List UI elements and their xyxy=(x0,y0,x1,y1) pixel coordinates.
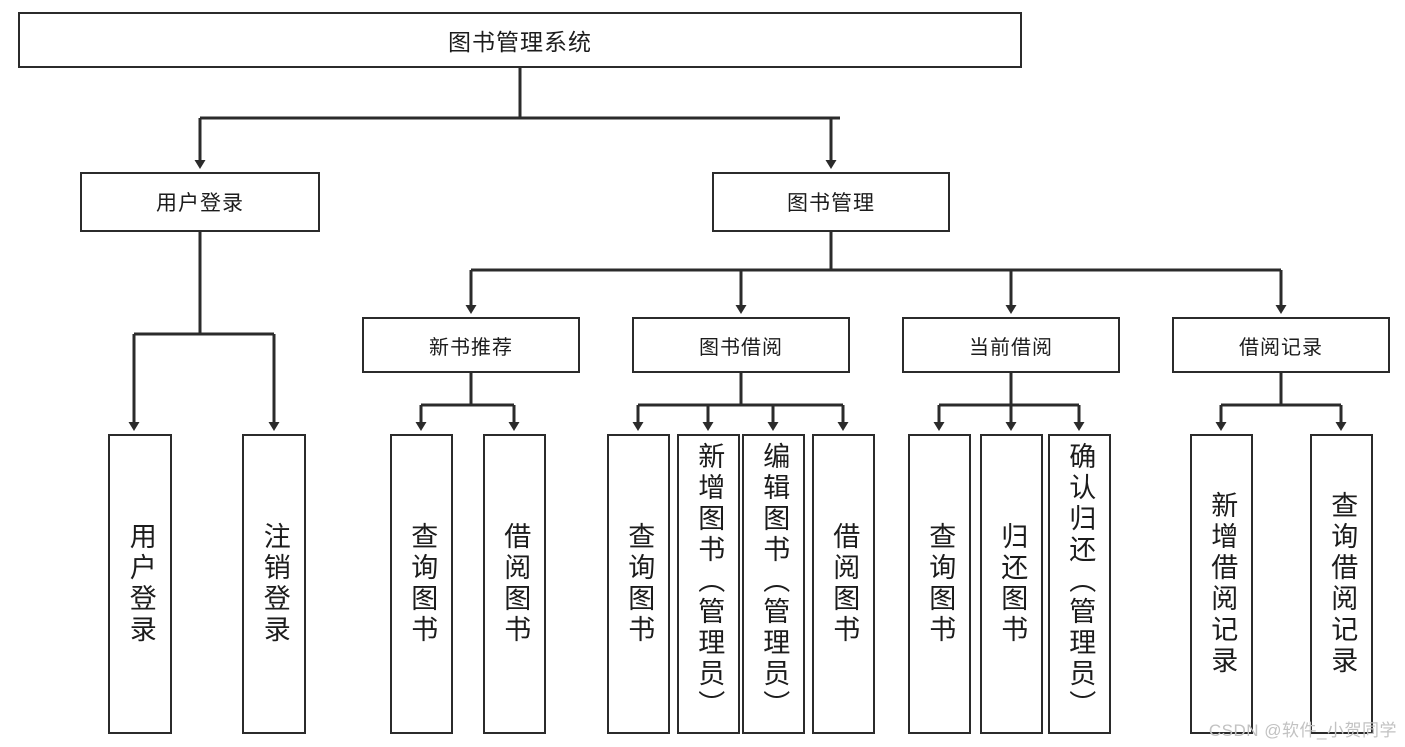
leaf-node[interactable]: 用户登录 xyxy=(108,434,172,734)
leaf-node-label: 用户登录 xyxy=(125,522,156,646)
node-user-login[interactable]: 用户登录 xyxy=(80,172,320,232)
leaf-node[interactable]: 查询图书 xyxy=(390,434,453,734)
leaf-node-label: 查询图书 xyxy=(925,522,956,646)
node-label: 新书推荐 xyxy=(429,336,513,359)
leaf-node[interactable]: 查询图书 xyxy=(607,434,670,734)
leaf-node-label: 编辑图书（管理员） xyxy=(759,442,790,721)
node-label: 用户登录 xyxy=(156,192,244,215)
leaf-node[interactable]: 查询借阅记录 xyxy=(1310,434,1373,734)
leaf-node[interactable]: 编辑图书（管理员） xyxy=(742,434,805,734)
node-label: 当前借阅 xyxy=(969,336,1053,359)
node-borrow-records[interactable]: 借阅记录 xyxy=(1172,317,1390,373)
leaf-node-label: 借阅图书 xyxy=(500,522,531,646)
leaf-node-label: 归还图书 xyxy=(997,522,1028,646)
node-root-system[interactable]: 图书管理系统 xyxy=(18,12,1022,68)
node-label: 图书管理系统 xyxy=(448,29,592,55)
leaf-node-label: 确认归还（管理员） xyxy=(1065,442,1096,721)
node-current-borrow[interactable]: 当前借阅 xyxy=(902,317,1120,373)
leaf-node[interactable]: 查询图书 xyxy=(908,434,971,734)
leaf-node[interactable]: 新增图书（管理员） xyxy=(677,434,740,734)
leaf-node-label: 查询图书 xyxy=(624,522,655,646)
watermark: CSDN @软件_小贺同学 xyxy=(1208,721,1397,740)
leaf-node-label: 新增图书（管理员） xyxy=(694,442,725,721)
node-label: 图书借阅 xyxy=(699,336,783,359)
node-book-management[interactable]: 图书管理 xyxy=(712,172,950,232)
leaf-node[interactable]: 确认归还（管理员） xyxy=(1048,434,1111,734)
node-new-book-recommend[interactable]: 新书推荐 xyxy=(362,317,580,373)
leaf-node[interactable]: 借阅图书 xyxy=(483,434,546,734)
leaf-node-label: 查询图书 xyxy=(407,522,438,646)
leaf-node[interactable]: 新增借阅记录 xyxy=(1190,434,1253,734)
leaf-node[interactable]: 注销登录 xyxy=(242,434,306,734)
node-label: 图书管理 xyxy=(787,192,875,215)
node-label: 借阅记录 xyxy=(1239,336,1323,359)
node-book-borrow[interactable]: 图书借阅 xyxy=(632,317,850,373)
leaf-node-label: 借阅图书 xyxy=(829,522,860,646)
leaf-node[interactable]: 借阅图书 xyxy=(812,434,875,734)
leaf-node-label: 查询借阅记录 xyxy=(1327,491,1358,677)
leaf-node-label: 新增借阅记录 xyxy=(1207,491,1238,677)
leaf-node-label: 注销登录 xyxy=(259,522,290,646)
leaf-node[interactable]: 归还图书 xyxy=(980,434,1043,734)
